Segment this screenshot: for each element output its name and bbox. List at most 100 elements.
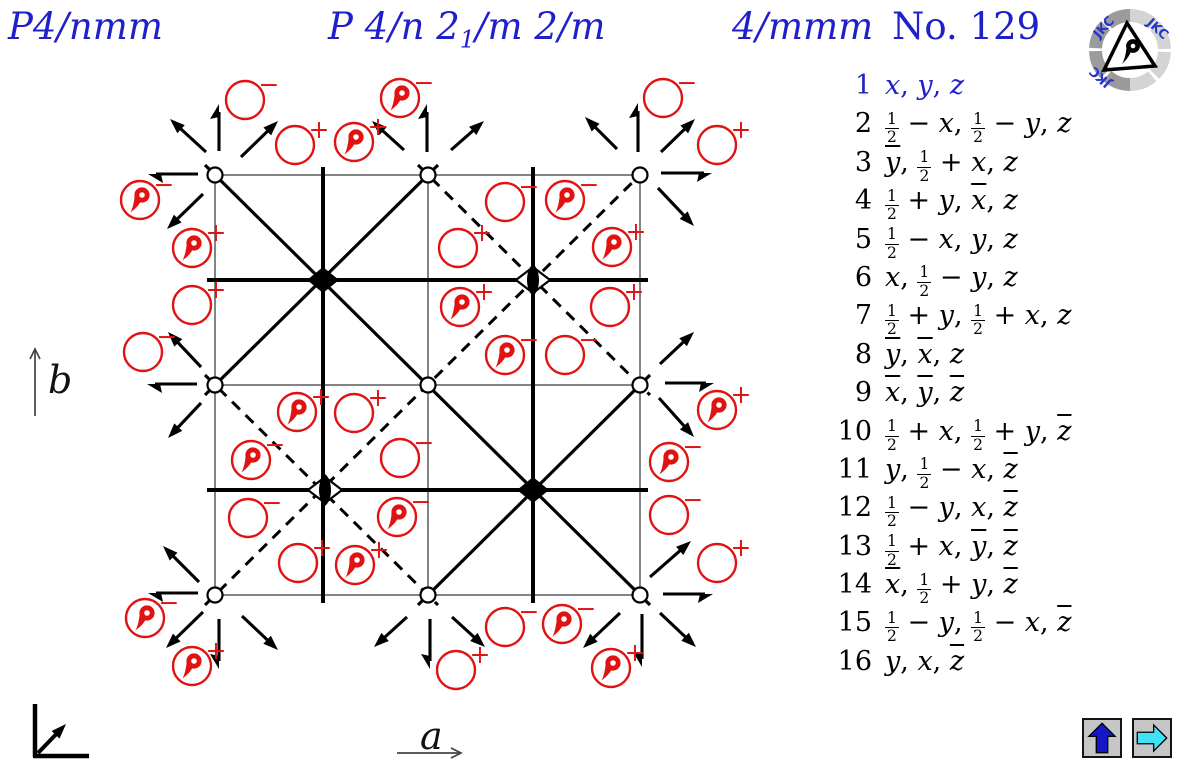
twofold-arrowhead bbox=[263, 635, 278, 650]
comma-tail bbox=[135, 613, 146, 631]
twofold-axis-arrow-shaft bbox=[239, 125, 274, 159]
barred-variable: z bbox=[1003, 453, 1018, 485]
twofold-arrowhead bbox=[163, 546, 178, 561]
comma-head bbox=[134, 187, 150, 203]
position-number: 15 bbox=[837, 607, 872, 639]
position-number: 12 bbox=[837, 492, 872, 524]
space-group-number: No. 129 bbox=[892, 5, 1041, 48]
comma-tail bbox=[552, 619, 563, 637]
twofold-axis-arrow-shaft bbox=[167, 550, 201, 584]
screw-half-arrowhead bbox=[633, 652, 642, 667]
position-number: 8 bbox=[854, 338, 872, 370]
screw-half-arrowhead bbox=[699, 383, 714, 392]
atom-comma-circle: + bbox=[171, 218, 227, 269]
symmetry-point-circle bbox=[631, 166, 649, 184]
symmetry-point-circle bbox=[419, 586, 437, 604]
comma-tail bbox=[390, 93, 401, 111]
symmetry-point-circle bbox=[631, 376, 649, 394]
atom-circle: + bbox=[171, 275, 226, 326]
barred-variable: z bbox=[949, 377, 965, 409]
barred-variable: y bbox=[917, 377, 933, 409]
height-sign: − bbox=[157, 322, 178, 351]
comma-tail bbox=[495, 350, 506, 368]
symmetry-point-circle bbox=[631, 586, 649, 604]
atom-comma-circle: − bbox=[230, 430, 285, 481]
position-number: 13 bbox=[837, 530, 872, 562]
logo-triangle bbox=[1101, 19, 1159, 72]
comma-tail bbox=[345, 560, 356, 578]
twofold-lens-symbol bbox=[319, 474, 331, 506]
height-sign: + bbox=[206, 218, 227, 247]
twofold-arrowhead bbox=[168, 423, 183, 438]
screw-half-arrowhead bbox=[210, 104, 219, 119]
position-coordinates: y, x, z bbox=[885, 338, 965, 370]
twofold-arrowhead bbox=[681, 632, 696, 647]
twofold-axis-arrow-shaft bbox=[648, 545, 687, 579]
screw-half-arrowhead bbox=[629, 103, 638, 118]
comma-head bbox=[711, 397, 727, 413]
barred-variable: y bbox=[971, 530, 987, 562]
screw-half-arrowhead bbox=[698, 594, 713, 603]
comma-tail bbox=[659, 457, 670, 475]
position-number: 1 bbox=[854, 70, 872, 101]
position-number: 4 bbox=[854, 185, 872, 217]
atom-circle: + bbox=[437, 218, 493, 269]
comma-head bbox=[186, 235, 202, 251]
comma-head bbox=[556, 611, 572, 627]
twofold-arrowhead bbox=[585, 117, 600, 132]
glide-plane-line bbox=[203, 373, 440, 607]
atom-comma-circle: + bbox=[276, 382, 332, 433]
twofold-axis-arrow-shaft bbox=[171, 192, 205, 225]
comma-head bbox=[499, 342, 515, 358]
comma-head bbox=[245, 447, 261, 463]
nav-up-button[interactable] bbox=[1082, 718, 1122, 758]
space-group-short-symbol: P4/nmm bbox=[8, 5, 163, 48]
comma-tail bbox=[344, 137, 355, 155]
glide-plane-line bbox=[416, 163, 652, 397]
position-number: 9 bbox=[854, 377, 872, 409]
axis-label-a: a bbox=[420, 714, 443, 758]
atom-comma-circle: + bbox=[696, 380, 751, 431]
atom-comma-circle: − bbox=[119, 170, 174, 221]
atom-comma-circle: − bbox=[541, 594, 597, 645]
atom-circle: + bbox=[696, 533, 751, 584]
height-sign: + bbox=[624, 277, 645, 306]
height-sign: + bbox=[311, 382, 332, 411]
comma-tail bbox=[387, 512, 398, 530]
symmetry-point-circle bbox=[419, 166, 437, 184]
full-symbol-pre: P 4/n 2 bbox=[328, 5, 460, 48]
barred-variable: y bbox=[885, 146, 901, 178]
atom-circle: + bbox=[277, 533, 332, 584]
barred-variable: z bbox=[1057, 415, 1072, 447]
comma-tail bbox=[182, 661, 193, 679]
atom-circle: + bbox=[696, 115, 751, 166]
comma-head bbox=[139, 605, 155, 621]
atom-comma-circle: − bbox=[379, 68, 434, 119]
twofold-arrowhead bbox=[469, 121, 484, 136]
height-sign: + bbox=[368, 112, 389, 141]
atom-comma-circle: − bbox=[484, 325, 539, 376]
nav-next-button[interactable] bbox=[1132, 718, 1172, 758]
height-sign: + bbox=[472, 218, 493, 247]
height-sign: − bbox=[576, 594, 597, 623]
position-row: 8 y, x, z bbox=[832, 339, 1071, 377]
height-sign: − bbox=[683, 485, 704, 514]
full-symbol-post: /m 2/m bbox=[475, 5, 606, 48]
position-number: 11 bbox=[837, 453, 872, 485]
comma-head bbox=[186, 653, 202, 669]
